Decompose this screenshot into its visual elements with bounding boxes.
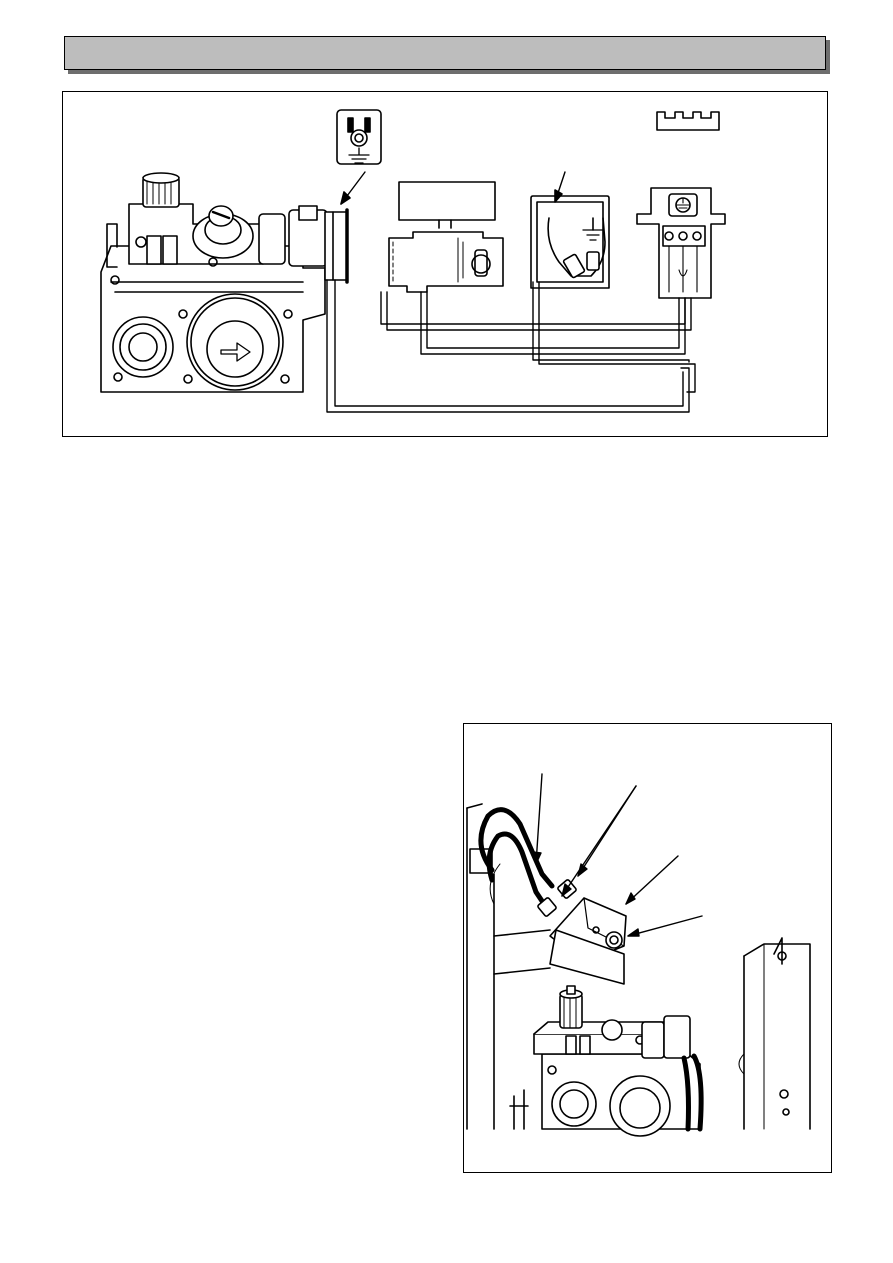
- gas-valve-drawing: [510, 986, 701, 1136]
- burner-housing-drawing: [739, 938, 810, 1129]
- earth-connector-drawing: [531, 172, 609, 288]
- wiring-diagram-figure: [62, 91, 828, 437]
- section-header-bar: [64, 36, 826, 70]
- plug-symbol-drawing: [337, 110, 381, 204]
- thermostat-drawing: [389, 182, 503, 292]
- gas-valve-connection-illustration: [464, 724, 831, 1172]
- gas-valve-drawing: [101, 173, 347, 392]
- sensor-lead-drawing: [481, 810, 552, 904]
- wiring-diagram-illustration: [63, 92, 827, 436]
- wiring-harness-drawing: [327, 280, 695, 412]
- cabinet-side-drawing: [467, 804, 550, 1129]
- gas-valve-connection-figure: [463, 723, 832, 1173]
- leader-arrows: [533, 774, 702, 936]
- terminal-symbol-drawing: [657, 112, 719, 130]
- terminal-block-drawing: [637, 188, 725, 298]
